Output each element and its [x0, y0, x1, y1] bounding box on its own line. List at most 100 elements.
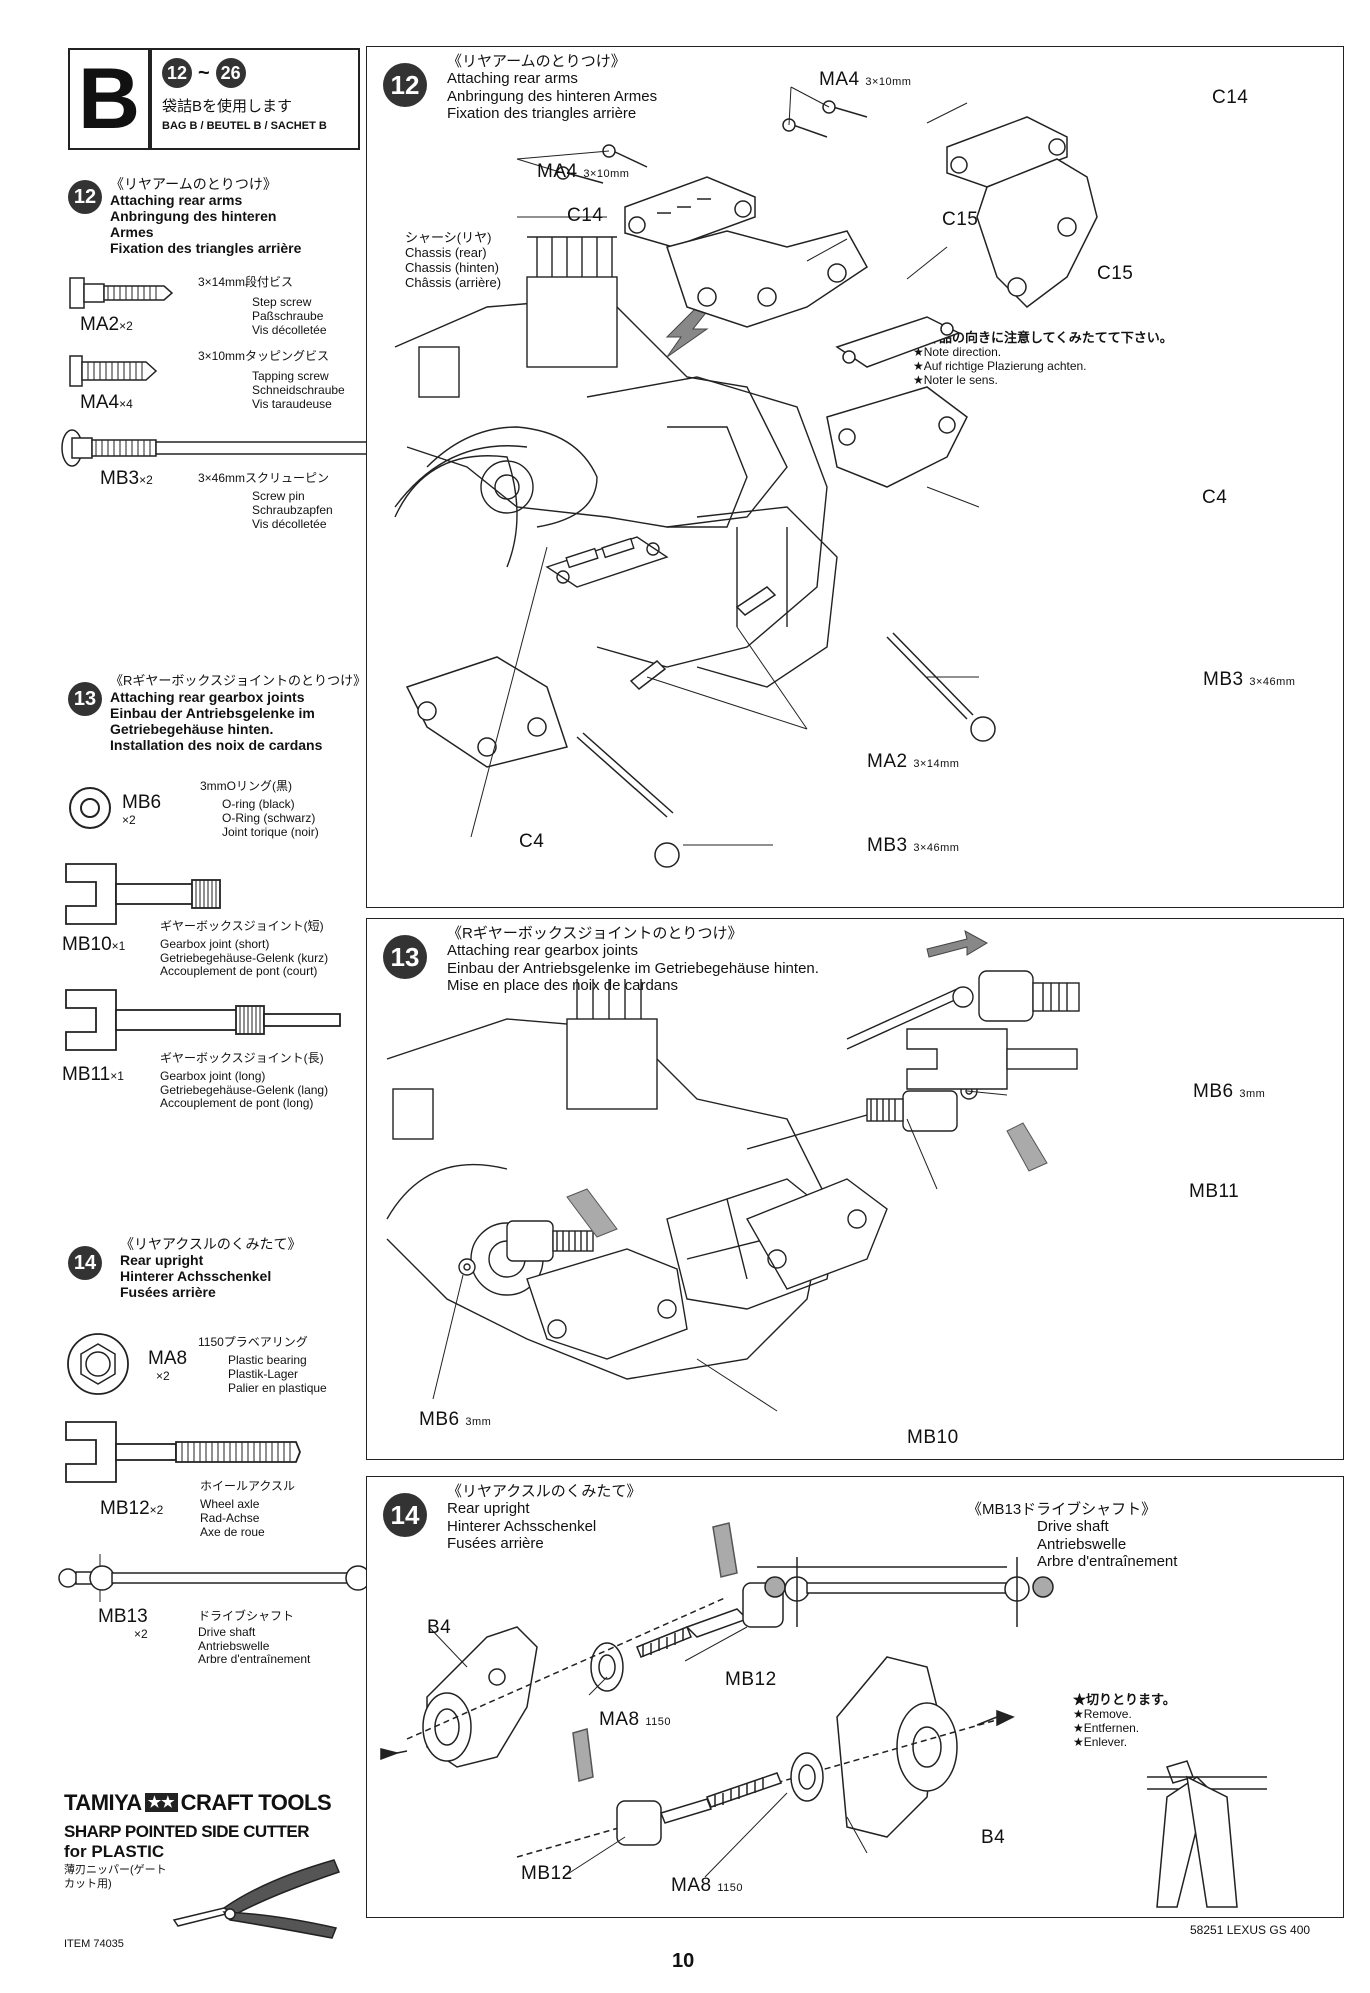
- part-qty: ×1: [110, 1069, 124, 1083]
- part-code: MA4: [80, 392, 120, 413]
- step-badge: 13: [383, 935, 427, 979]
- part-ja: 3×10mmタッピングビス: [198, 349, 330, 363]
- note-ja: ★部品の向きに注意してくみたてて下さい。: [913, 330, 1173, 345]
- step-title-fr: Fixation des triangles arrière: [110, 240, 302, 257]
- label-ma4: MA4: [819, 69, 860, 90]
- label-size: 1150: [645, 1716, 672, 1728]
- label-size: 3×10mm: [583, 168, 630, 180]
- step-range-sep: ~: [198, 61, 210, 84]
- label-mb12: MB12: [725, 1669, 777, 1690]
- step-title-en: Rear upright: [120, 1252, 204, 1269]
- step-title-en: Rear upright: [447, 1500, 530, 1518]
- part-de: O-Ring (schwarz): [222, 810, 316, 825]
- part-fr: Vis décolletée: [252, 516, 327, 531]
- step-badge: 14: [68, 1246, 102, 1280]
- label-c15: C15: [1097, 263, 1134, 284]
- note-en: ★Note direction.: [913, 344, 1002, 359]
- step-title-de: Hinterer Achsschenkel: [447, 1517, 597, 1535]
- step-badge: 14: [383, 1493, 427, 1537]
- label-mb12: MB12: [521, 1863, 573, 1884]
- gearbox-joint-long-icon: [65, 989, 341, 1051]
- chassis-ja: シャーシ(リヤ): [405, 230, 492, 245]
- bag-info-box: 12 ~ 26 袋詰Bを使用します BAG B / BEUTEL B / SAC…: [150, 48, 360, 150]
- bag-header: B 12 ~ 26 袋詰Bを使用します BAG B / BEUTEL B / S…: [68, 48, 360, 150]
- part-fr: Joint torique (noir): [222, 824, 319, 839]
- part-en: Gearbox joint (short): [160, 936, 270, 951]
- part-code: MB6: [122, 792, 162, 813]
- step-title-de: Einbau der Antriebsgelenke im Getriebege…: [447, 959, 819, 977]
- chassis-de: Chassis (hinten): [405, 259, 499, 275]
- side-cutter-icon: [172, 1859, 341, 1939]
- bag-letter-box: B: [68, 48, 150, 150]
- part-ma8: MA8 ×2 1150プラベアリング Plastic bearing Plast…: [64, 1330, 364, 1410]
- part-fr: Accouplement de pont (long): [160, 1096, 314, 1111]
- part-de: Plastik-Lager: [228, 1366, 299, 1381]
- bag-multi: BAG B / BEUTEL B / SACHET B: [162, 120, 327, 132]
- chassis-en: Chassis (rear): [405, 244, 487, 260]
- part-en: Gearbox joint (long): [160, 1068, 266, 1083]
- step-title-de: Hinterer Achsschenkel: [120, 1268, 272, 1285]
- label-mb11: MB11: [1189, 1181, 1240, 1202]
- label-mb10: MB10: [907, 1427, 959, 1448]
- part-ja: ギヤーボックスジョイント(長): [160, 1051, 324, 1065]
- step-title-en: Attaching rear arms: [447, 70, 578, 88]
- part-code: MA2: [80, 314, 120, 335]
- step-badge: 12: [68, 180, 102, 214]
- part-qty: ×1: [111, 939, 126, 953]
- remove-de: ★Entfernen.: [1073, 1720, 1140, 1735]
- label-mb6: MB6: [419, 1409, 460, 1430]
- tool-line1: SHARP POINTED SIDE CUTTER: [64, 1822, 310, 1841]
- step-title-en: Attaching rear arms: [110, 192, 243, 209]
- step-title-de2: Armes: [110, 224, 154, 241]
- o-ring-icon: [69, 787, 111, 829]
- tool-brand: TAMIYA: [64, 1790, 142, 1815]
- drive-shaft-icon: [58, 1554, 381, 1602]
- note-fr: ★Noter le sens.: [913, 372, 998, 387]
- part-ma2: MA2×2 3×14mm段付ビス Step screw Paßschraube …: [64, 274, 364, 336]
- part-qty: ×2: [119, 319, 133, 333]
- label-c14: C14: [1212, 87, 1249, 108]
- part-de: Paßschraube: [252, 308, 324, 323]
- step-title-ja: 《リヤアクスルのくみたて》: [120, 1236, 302, 1252]
- label-b4: B4: [981, 1827, 1006, 1848]
- part-fr: Palier en plastique: [228, 1380, 327, 1395]
- tool-brand-suffix: CRAFT TOOLS: [180, 1790, 332, 1815]
- step-title-en: Attaching rear gearbox joints: [447, 942, 638, 960]
- part-mb13: MB13 ×2 ドライブシャフト Drive shaft Antriebswel…: [56, 1548, 386, 1678]
- mb13-fr: Arbre d'entraînement: [1037, 1552, 1178, 1570]
- panel-step-13: 13 《Rギヤーボックスジョイントのとりつけ》 Attaching rear g…: [366, 918, 1344, 1460]
- part-code: MB11: [62, 1064, 111, 1085]
- mb13-title: 《MB13ドライブシャフト》: [967, 1501, 1157, 1518]
- part-ja: 3×46mmスクリューピン: [198, 471, 330, 485]
- label-mb6: MB6: [1193, 1081, 1234, 1102]
- part-mb10: MB10×1 ギヤーボックスジョイント(短) Gearbox joint (sh…: [60, 860, 380, 990]
- label-size: 3×46mm: [1249, 676, 1296, 688]
- part-en: Plastic bearing: [228, 1353, 307, 1367]
- step-title-ja: 《リヤアームのとりつけ》: [110, 176, 277, 192]
- part-fr: Accouplement de pont (court): [160, 964, 318, 979]
- label-size: 1150: [717, 1882, 744, 1894]
- label-size: 3×46mm: [913, 842, 960, 854]
- part-ja: ホイールアクスル: [200, 1479, 296, 1493]
- page-number: 10: [672, 1950, 695, 1972]
- remove-fr: ★Enlever.: [1073, 1734, 1128, 1749]
- part-qty: ×4: [119, 397, 133, 411]
- label-c4: C4: [1202, 487, 1228, 508]
- step-title-ja: 《リヤアクスルのくみたて》: [447, 1483, 642, 1500]
- part-en: Tapping screw: [252, 369, 329, 383]
- part-de: Schneidschraube: [252, 382, 345, 397]
- step-title-ja: 《Rギヤーボックスジョイントのとりつけ》: [447, 925, 743, 942]
- tool-ja2: カット用): [64, 1878, 112, 1890]
- part-qty: ×2: [149, 1503, 164, 1517]
- step-screw-icon: [69, 277, 174, 309]
- rear-arm-assembly-drawing: [394, 86, 1098, 868]
- part-fr: Axe de roue: [200, 1524, 265, 1539]
- tool-ja1: 薄刃ニッパー(ゲート: [64, 1864, 167, 1876]
- label-c14: C14: [567, 205, 604, 226]
- label-size: 3mm: [1239, 1088, 1266, 1100]
- label-size: 3×14mm: [913, 758, 960, 770]
- part-mb3: MB3×2 3×46mmスクリューピン Screw pin Schraubzap…: [60, 428, 390, 538]
- part-ja: 3mmOリング(黒): [200, 779, 292, 793]
- part-code: MB12: [100, 1498, 150, 1519]
- label-ma8: MA8: [671, 1875, 712, 1896]
